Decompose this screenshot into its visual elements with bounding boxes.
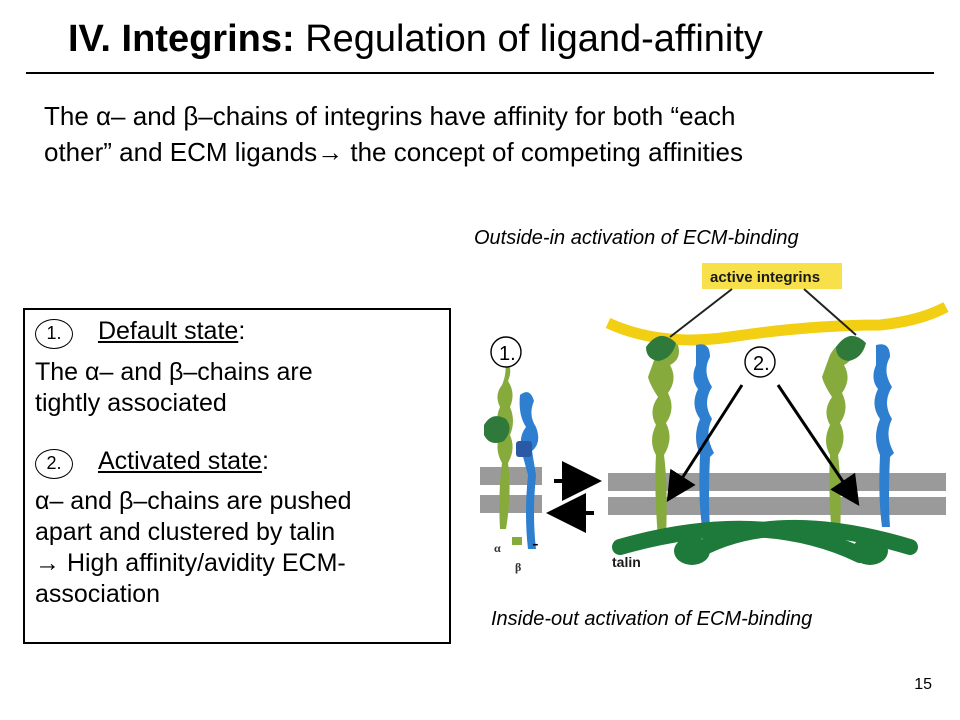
item1-line-2: tightly associated bbox=[35, 389, 227, 417]
item1-heading-row: 1. Default state: bbox=[35, 316, 245, 349]
intro-line-2-b: the concept of competing affinities bbox=[343, 137, 744, 167]
item1-colon: : bbox=[238, 317, 246, 345]
alpha-headpiece-a bbox=[646, 335, 676, 361]
active-integrins-label-bg bbox=[702, 263, 842, 289]
line bbox=[803, 288, 857, 336]
right-arrow-icon: → bbox=[35, 549, 60, 577]
intro-line-2: other” and ECM ligands→ the concept of c… bbox=[44, 134, 924, 170]
beta-label: β bbox=[515, 560, 521, 574]
alpha-chain-a bbox=[648, 342, 679, 539]
marker-2-circle bbox=[744, 346, 776, 378]
item2-heading-row: 2. Activated state: bbox=[35, 446, 269, 479]
minus-sign: - bbox=[532, 533, 539, 555]
equilibrium-arrows-icon bbox=[546, 461, 602, 533]
beta-domain-inactive bbox=[516, 441, 532, 457]
item2-colon: : bbox=[261, 447, 269, 475]
talin-label: talin bbox=[612, 554, 641, 570]
ellipse bbox=[674, 537, 710, 565]
item2-line-4: association bbox=[35, 580, 161, 608]
item2-number: 2. bbox=[35, 449, 73, 479]
arrow-to-right-integrin-icon bbox=[776, 384, 860, 506]
alpha-chain-inactive bbox=[497, 357, 513, 529]
arrow-to-left-integrin-icon bbox=[666, 384, 744, 503]
item1-heading: Default state bbox=[97, 317, 239, 345]
marker-1-circle bbox=[490, 336, 522, 368]
rect bbox=[608, 573, 946, 585]
intro-line-2-a: other” and ECM ligands bbox=[44, 137, 318, 167]
alpha-label: α bbox=[494, 541, 501, 555]
slide-title: IV. Integrins: Regulation of ligand-affi… bbox=[68, 18, 763, 61]
caption-inside-out: Inside-out activation of ECM-binding bbox=[491, 608, 813, 630]
alpha-headpiece-b bbox=[836, 335, 866, 361]
intro-paragraph: The α– and β–chains of integrins have af… bbox=[44, 98, 924, 170]
alpha-headpiece-inactive bbox=[484, 416, 510, 443]
path bbox=[512, 537, 522, 545]
page-number: 15 bbox=[914, 676, 932, 693]
inactive-integrin-panel: α β - 1. bbox=[480, 336, 542, 574]
membrane-upper-left bbox=[480, 467, 542, 485]
item2-line-3: → High affinity/avidity ECM- bbox=[35, 548, 346, 579]
integrin-activation-diagram: α β - 1. active integrins talin bbox=[480, 263, 949, 585]
line bbox=[669, 288, 733, 338]
title-divider bbox=[26, 72, 934, 74]
beta-chain-b bbox=[873, 344, 894, 527]
title-rest: Regulation of ligand-affinity bbox=[294, 18, 763, 60]
talin-2 bbox=[612, 520, 868, 563]
title-bold: IV. Integrins: bbox=[68, 18, 295, 60]
states-box: 1. Default state: The α– and β–chains ar… bbox=[23, 308, 451, 644]
beta-chain-a bbox=[693, 344, 714, 527]
item2-line-2: apart and clustered by talin bbox=[35, 518, 336, 546]
ellipse bbox=[852, 537, 888, 565]
item2-heading: Activated state bbox=[97, 447, 262, 475]
marker-1-label: 1. bbox=[499, 343, 516, 365]
beta-chain-inactive bbox=[519, 392, 539, 549]
item2-line-3-text: High affinity/avidity ECM- bbox=[60, 549, 346, 577]
intro-line-1: The α– and β–chains of integrins have af… bbox=[44, 101, 736, 131]
active-integrins-panel: active integrins talin 2. bbox=[605, 263, 949, 585]
item1-number: 1. bbox=[35, 319, 73, 349]
alpha-chain-b bbox=[822, 342, 853, 539]
item1-line-1: The α– and β–chains are bbox=[35, 358, 313, 386]
active-integrins-label: active integrins bbox=[710, 269, 820, 286]
item2-line-1: α– and β–chains are pushed bbox=[35, 487, 352, 515]
right-arrow-icon: → bbox=[317, 137, 344, 167]
caption-outside-in: Outside-in activation of ECM-binding bbox=[474, 227, 799, 249]
marker-2-label: 2. bbox=[753, 353, 770, 375]
